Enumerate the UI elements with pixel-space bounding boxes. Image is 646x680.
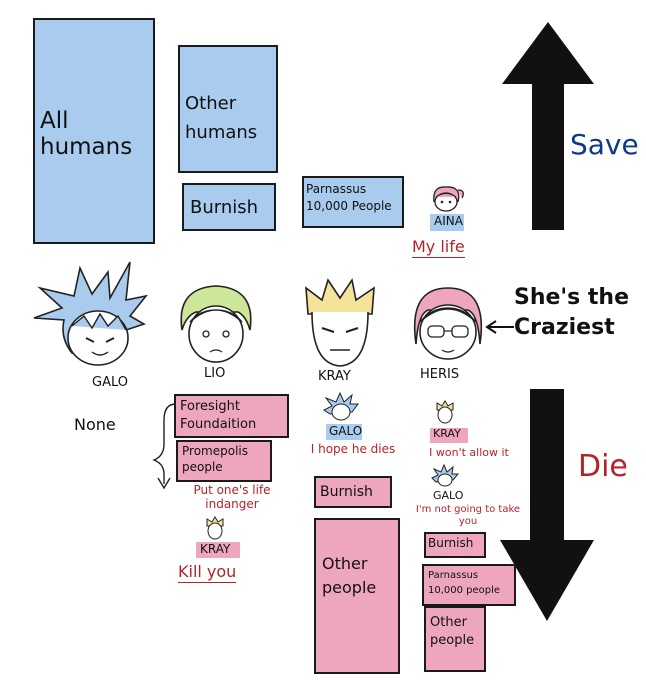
label-other-people-heris: Other people xyxy=(430,615,475,648)
label-all-humans: All humans xyxy=(40,108,133,161)
die-arrow-down-icon xyxy=(500,389,594,621)
lio-face-icon xyxy=(180,285,252,363)
aina-label-box xyxy=(430,214,464,231)
box-burnish-save xyxy=(182,183,276,231)
galo-none: None xyxy=(74,415,116,434)
heris-not-going-note: I'm not going to take you xyxy=(415,504,521,527)
box-burnish-heris xyxy=(424,532,486,558)
kill-you-note: Kill you xyxy=(178,562,237,583)
galo-name: GALO xyxy=(92,375,128,390)
kray-galo-label: GALO xyxy=(329,424,363,438)
heris-kray-label: KRAY xyxy=(433,427,461,440)
save-label: Save xyxy=(570,128,639,161)
my-life-note: My life xyxy=(412,237,465,258)
label-burnish-heris: Burnish xyxy=(428,536,474,550)
label-other-people-kray: Other people xyxy=(322,554,377,597)
kray-galo-mini-face-icon xyxy=(323,391,359,421)
box-foresight xyxy=(174,394,289,438)
heris-face-icon xyxy=(413,287,483,360)
box-burnish-kray xyxy=(314,476,392,508)
label-other-humans: Other humans xyxy=(185,93,258,143)
lio-name: LIO xyxy=(204,366,226,381)
heris-kray-label-box xyxy=(430,428,468,443)
aina-face-icon xyxy=(433,186,464,212)
label-burnish-save: Burnish xyxy=(190,197,259,218)
label-promepolis: Promepolis people xyxy=(182,444,248,475)
box-promepolis xyxy=(176,440,272,482)
kray-hope-note: I hope he dies xyxy=(310,442,396,456)
box-other-people-heris xyxy=(424,606,486,672)
heris-wont-allow-note: I won't allow it xyxy=(429,446,509,459)
label-parnassus-save: Parnassus 10,000 People xyxy=(306,182,392,214)
save-arrow-up-icon xyxy=(502,22,594,230)
pointer-arrow-icon xyxy=(485,320,514,334)
label-parnassus-heris: Parnassus 10,000 people xyxy=(428,570,501,596)
heris-galo-label: GALO xyxy=(433,489,464,502)
kray-name: KRAY xyxy=(318,369,351,384)
heris-kray-mini-face-icon xyxy=(436,400,454,424)
lio-kray-mini-face-icon xyxy=(206,516,224,540)
craziest-note: She's the Craziest xyxy=(514,285,630,340)
box-parnassus-save xyxy=(302,176,404,228)
label-burnish-kray: Burnish xyxy=(320,484,373,500)
heris-name: HERIS xyxy=(420,367,460,382)
box-all-humans xyxy=(33,18,155,244)
lio-danger-note: Put one's life indanger xyxy=(193,483,271,511)
box-other-people-kray xyxy=(314,518,400,674)
lio-kray-label-box xyxy=(196,542,240,558)
galo-face-icon xyxy=(33,261,148,366)
box-other-humans xyxy=(178,45,278,173)
label-foresight: Foresight Foundaition xyxy=(180,399,257,432)
box-parnassus-heris xyxy=(422,564,516,606)
lio-kray-label: KRAY xyxy=(200,542,231,556)
kray-galo-label-box xyxy=(326,424,362,440)
kray-face-icon xyxy=(305,277,375,367)
die-label: Die xyxy=(578,449,628,484)
bracket-arrow-icon xyxy=(152,403,177,490)
heris-galo-mini-face-icon xyxy=(431,463,460,487)
aina-label: AINA xyxy=(434,214,463,228)
